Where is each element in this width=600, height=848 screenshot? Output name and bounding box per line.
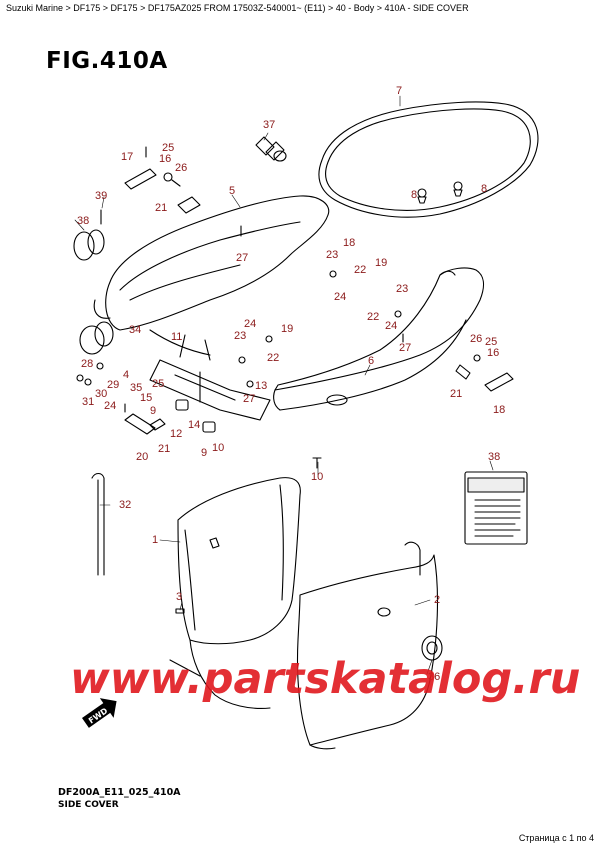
callout-37: 37 [263,119,275,131]
rod-32 [91,472,105,576]
callout-1: 1 [152,534,158,546]
grommet-37 [255,136,287,162]
latch-17 [124,168,181,190]
lower-left-cover [177,477,301,709]
callout-18: 18 [493,404,505,416]
page-indicator: Страница с 1 по 4 [518,833,594,843]
callout-3: 3 [176,591,182,603]
callout-11: 10 [212,442,224,454]
knob-right [453,181,463,197]
callout-19-c: 19 [281,323,293,335]
clip-21 [177,196,201,214]
breadcrumb: Suzuki Marine > DF175 > DF175 > DF175AZ0… [6,3,469,13]
callout-25-right: 25 [485,336,497,348]
gasket-ring [318,101,539,218]
long-side-cover [273,267,485,411]
figure-title: FIG.410A [46,48,168,74]
callout-13: 12 [170,428,182,440]
callout-33: 34 [129,324,141,336]
grommet-38 [73,229,105,261]
callout-38: 38 [77,215,89,227]
latch-right [455,364,514,392]
grommet-33 [79,321,114,355]
bracket-assembly [149,359,271,433]
callout-22-b: 22 [367,311,379,323]
callout-9-bottom: 9 [150,405,156,417]
callout-30: 30 [95,388,107,400]
callout-32: 32 [119,499,131,511]
figure-subtitle: SIDE COVER [58,800,119,810]
callout-25: 25 [162,142,174,154]
callout-24-b: 24 [385,320,397,332]
callout-5: 5 [229,185,235,197]
callout-numbers: 7 37 25 17 16 26 39 5 8 8 21 38 18 23 27… [77,85,505,683]
callout-21-right: 21 [450,388,462,400]
callout-19-a: 18 [343,237,355,249]
latch-left [124,413,166,435]
callout-34: 35 [130,382,142,394]
upper-main-cover [93,195,330,361]
callout-9: 10 [311,471,323,483]
callout-21-bottom: 21 [158,443,170,455]
callout-22-a: 22 [354,264,366,276]
callout-24-c: 24 [244,318,256,330]
callout-10: 9 [201,447,207,459]
callout-21-top: 21 [155,202,167,214]
callout-14: 13 [255,380,267,392]
callout-16-right: 16 [487,347,499,359]
callout-26-left: 25 [152,378,164,390]
figure-code: DF200A_E11_025_410A [58,787,181,798]
callout-26: 26 [175,162,187,174]
small-fasteners [76,146,481,677]
callout-23-a: 23 [326,249,338,261]
callout-24-a: 24 [334,291,346,303]
callout-12: 11 [171,331,182,343]
callout-2: 2 [434,594,440,606]
callout-23-b: 23 [396,283,408,295]
callout-22-c: 22 [267,352,279,364]
callout-23-c: 23 [234,330,246,342]
callout-6: 6 [368,355,374,367]
callout-39: 39 [95,190,107,202]
lower-right-cover [296,541,439,750]
callout-8-left: 8 [411,189,417,201]
callout-26-right: 26 [470,333,482,345]
knob-left [417,188,427,204]
callout-17: 17 [121,151,133,163]
callout-35: 36 [428,671,440,683]
callout-16: 16 [159,153,171,165]
callout-28: 28 [81,358,93,370]
callout-36: 38 [488,451,500,463]
callout-27-mid: 27 [243,393,255,405]
watermark: www.partskatalog.ru [70,654,581,704]
callout-4: 4 [123,369,129,381]
callout-7: 7 [396,85,402,97]
caution-label [464,471,528,545]
callout-8-right: 8 [481,183,487,195]
callout-29: 29 [107,379,119,391]
callout-31: 31 [82,396,94,408]
callout-16-left: 15 [140,392,152,404]
leader-lines [74,95,494,675]
callout-19-b: 19 [375,257,387,269]
callout-15: 14 [188,419,200,431]
callout-25-left: 24 [104,400,116,412]
callout-20: 20 [136,451,148,463]
callout-27-top: 27 [236,252,248,264]
callout-27-right: 27 [399,342,411,354]
